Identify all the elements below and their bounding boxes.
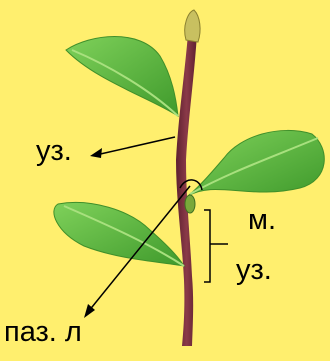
axillary-bud bbox=[185, 195, 195, 213]
node-arrowhead bbox=[90, 148, 102, 158]
internode-label-line1: м. bbox=[248, 206, 276, 235]
terminal-bud bbox=[185, 10, 200, 42]
internode-bracket bbox=[204, 210, 210, 282]
axil-label: паз. л bbox=[4, 318, 82, 347]
node-pointer-line bbox=[96, 137, 175, 155]
internode-label-line2: уз. bbox=[236, 256, 272, 285]
node-label: уз. bbox=[36, 137, 72, 166]
lower-left-leaf bbox=[54, 202, 184, 266]
